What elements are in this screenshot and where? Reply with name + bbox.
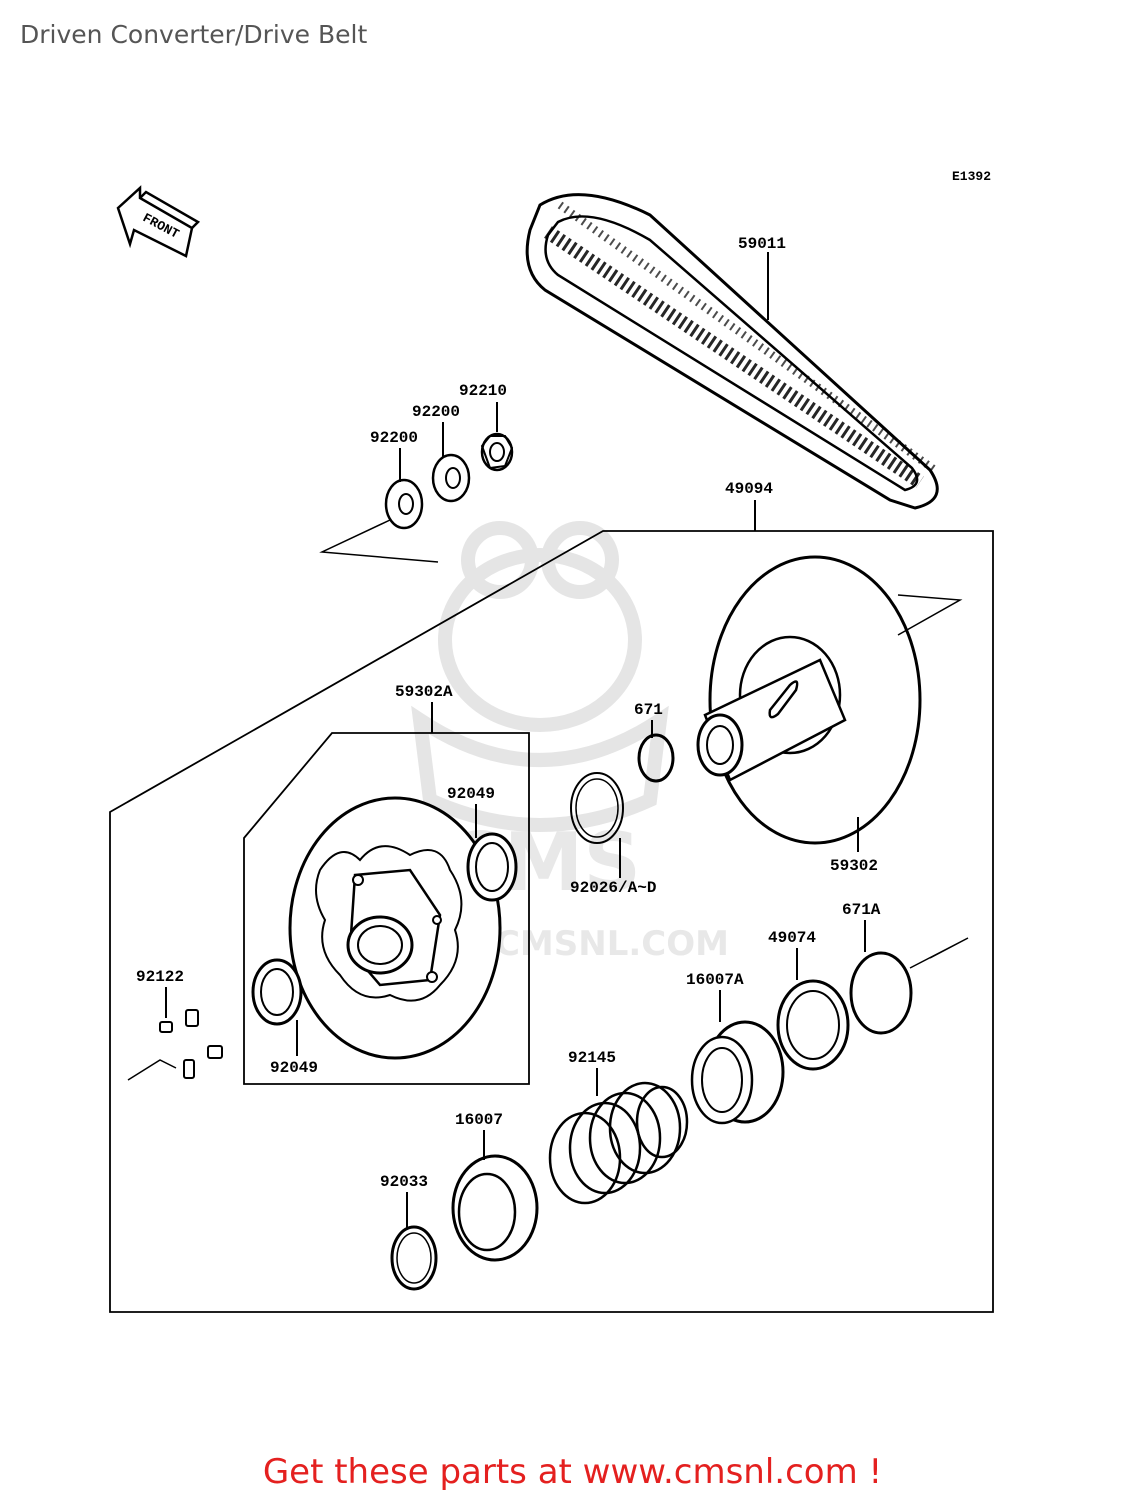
shim-92026 xyxy=(570,772,624,844)
label-92026[interactable]: 92026/A~D xyxy=(570,879,656,897)
label-92145[interactable]: 92145 xyxy=(568,1049,616,1067)
bearing-16007 xyxy=(451,1154,539,1262)
label-671[interactable]: 671 xyxy=(634,701,663,719)
page-title: Driven Converter/Drive Belt xyxy=(20,20,368,49)
label-16007[interactable]: 16007 xyxy=(455,1111,503,1129)
o-ring-671A xyxy=(849,951,913,1035)
movable-sheave-59302A xyxy=(288,796,502,1060)
label-49074[interactable]: 49074 xyxy=(768,929,816,947)
o-ring-671 xyxy=(637,733,675,783)
circlip-92033 xyxy=(390,1225,438,1291)
front-direction-arrow-icon: FRONT xyxy=(116,185,201,258)
label-92049-upper[interactable]: 92049 xyxy=(447,785,495,803)
bushing-92049-lower xyxy=(251,958,303,1026)
label-16007A[interactable]: 16007A xyxy=(686,971,744,989)
footer-call-to-action[interactable]: Get these parts at www.cmsnl.com ! xyxy=(262,1452,883,1492)
subassembly-59302A-frame xyxy=(243,732,530,1085)
label-92122[interactable]: 92122 xyxy=(136,968,184,986)
fixed-sheave-59302 xyxy=(696,555,922,845)
bushing-92049-upper xyxy=(466,832,518,902)
label-59011[interactable]: 59011 xyxy=(738,235,786,253)
nut-92210 xyxy=(480,432,514,472)
cam-washer-49074 xyxy=(776,979,850,1071)
label-92049-lower[interactable]: 92049 xyxy=(270,1059,318,1077)
label-671A[interactable]: 671A xyxy=(842,901,881,919)
label-59302A[interactable]: 59302A xyxy=(395,683,453,701)
diagram-code: E1392 xyxy=(952,169,991,184)
collar-16007A xyxy=(690,1020,785,1125)
assembly-49094-frame xyxy=(109,530,994,1313)
pins-92122 xyxy=(159,1009,223,1079)
washer-92200-inner xyxy=(384,478,424,530)
label-92210[interactable]: 92210 xyxy=(459,382,507,400)
label-92200-upper[interactable]: 92200 xyxy=(412,403,460,421)
label-92200-lower[interactable]: 92200 xyxy=(370,429,418,447)
spring-92145 xyxy=(548,1081,689,1205)
label-92033[interactable]: 92033 xyxy=(380,1173,428,1191)
drive-belt xyxy=(525,193,939,510)
label-49094[interactable]: 49094 xyxy=(725,480,773,498)
label-59302[interactable]: 59302 xyxy=(830,857,878,875)
washer-92200-outer xyxy=(431,453,471,503)
